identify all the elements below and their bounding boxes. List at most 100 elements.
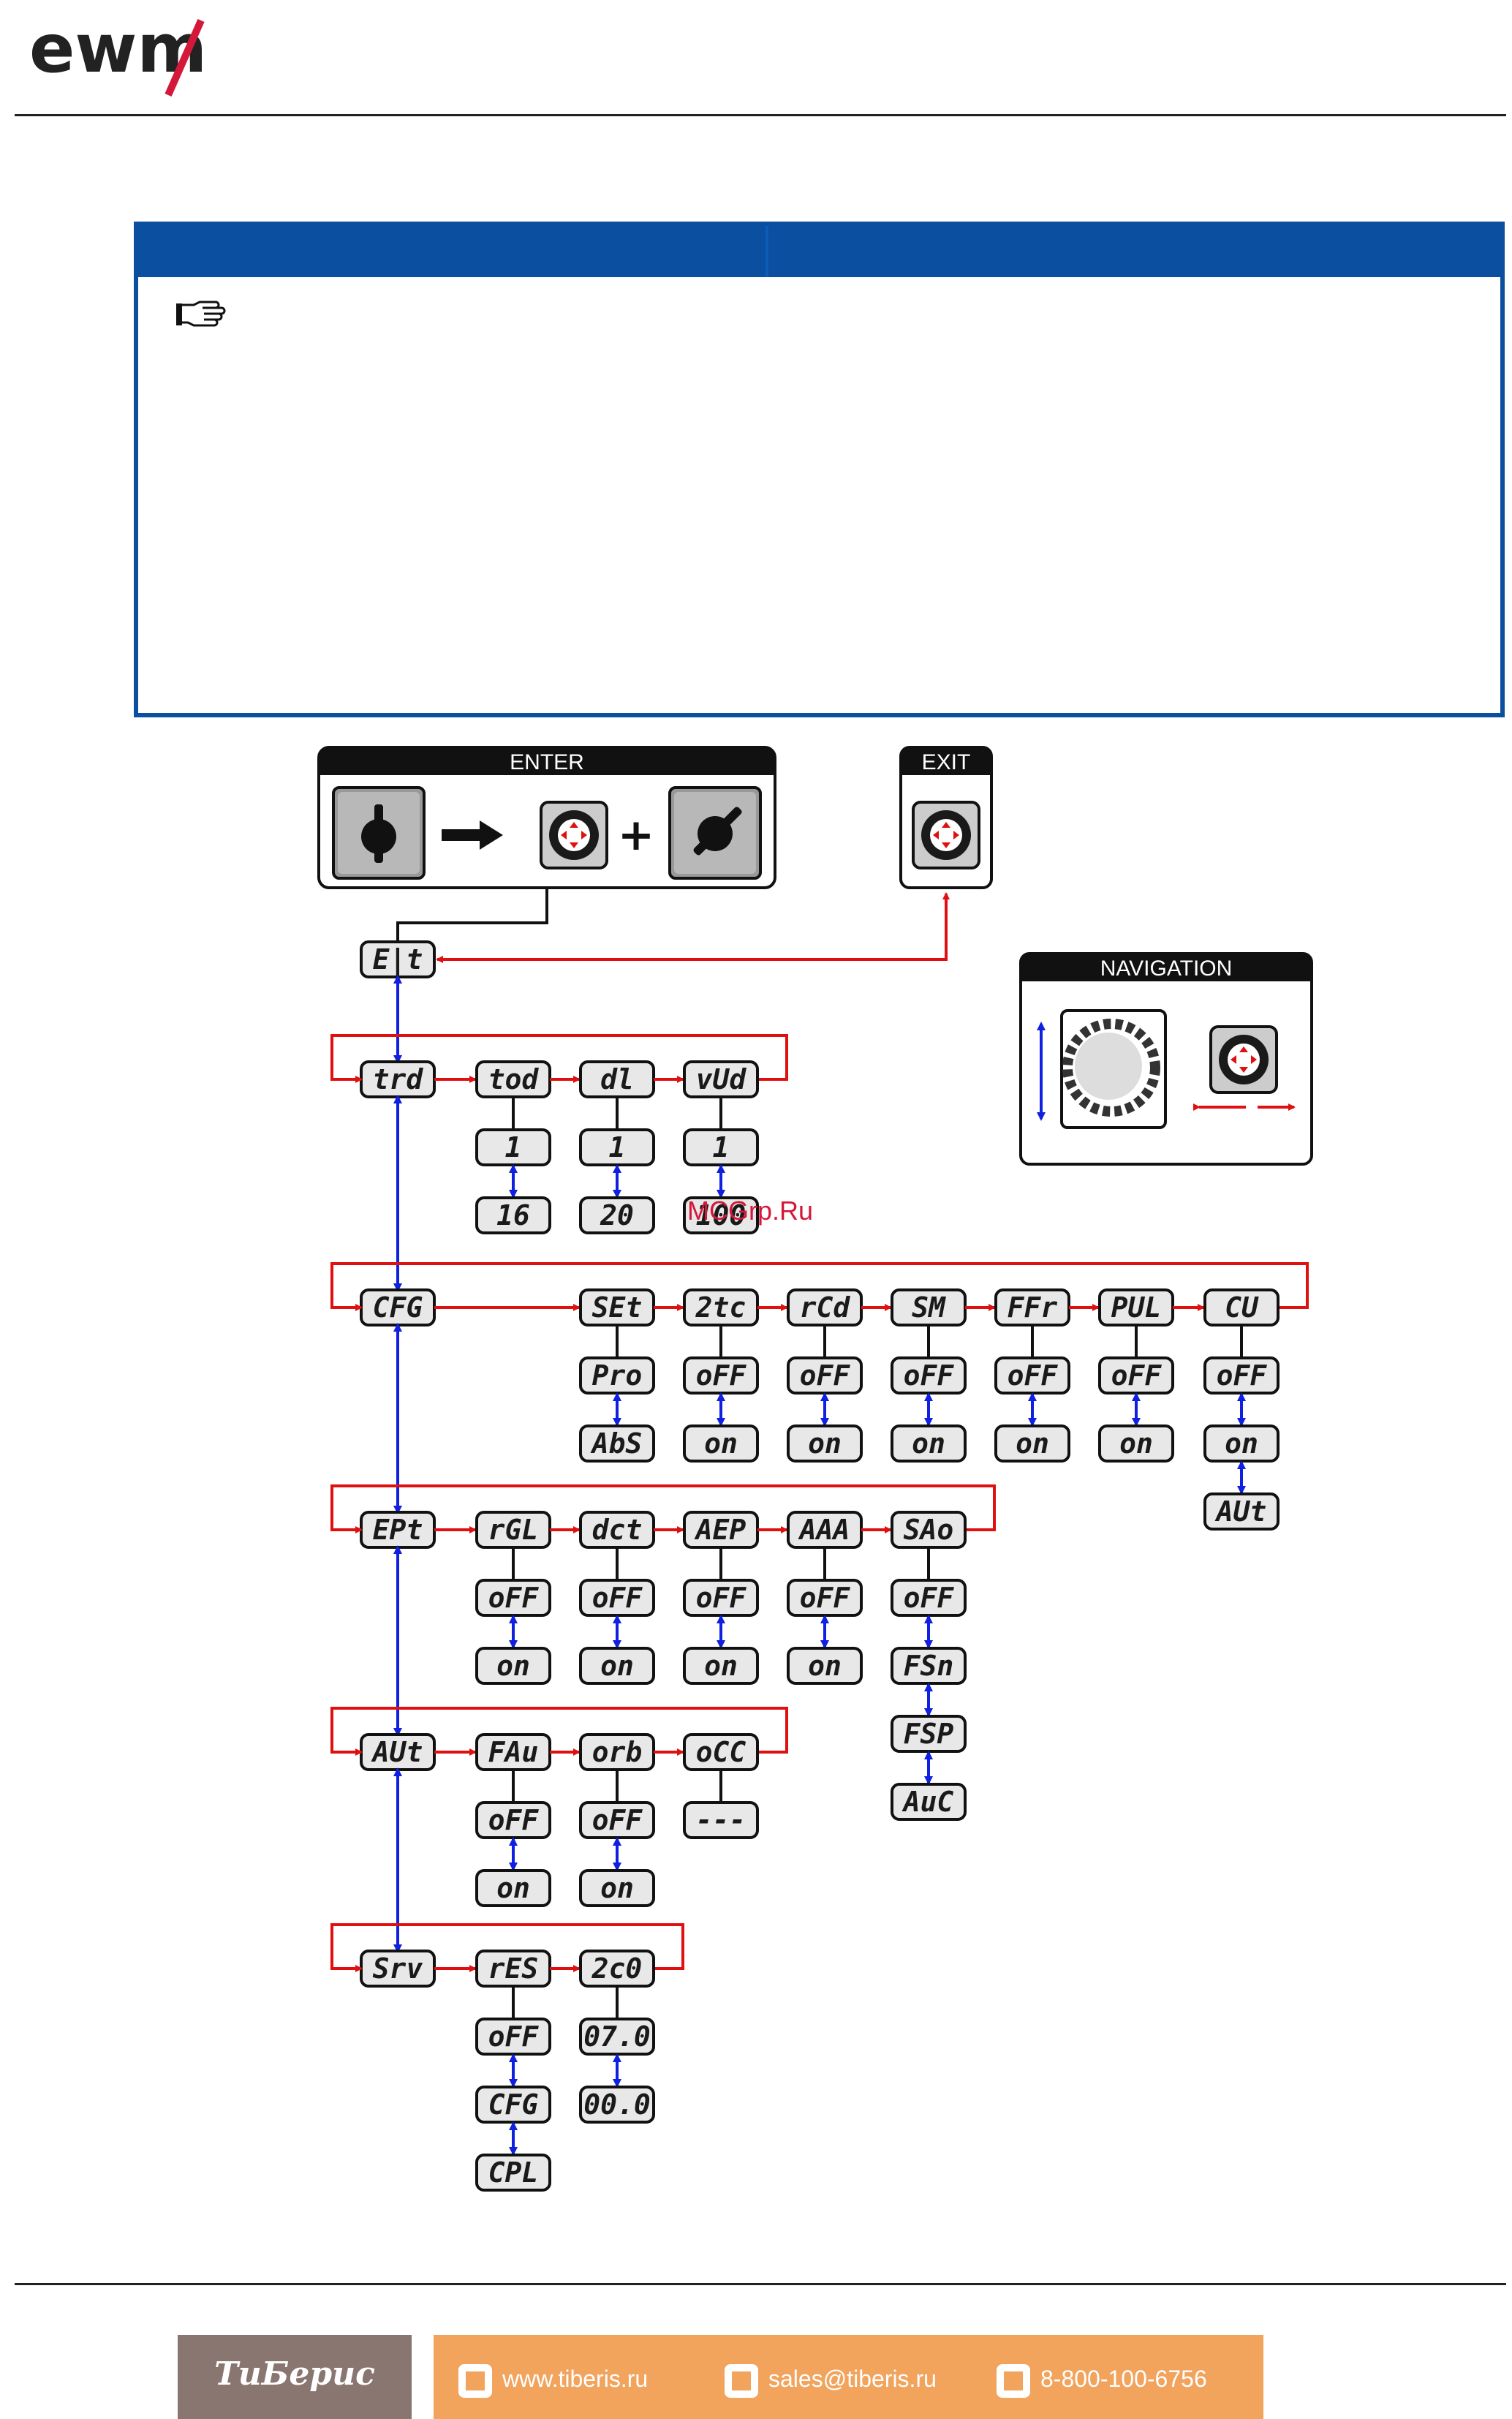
menu-value-ept-1-1-text: on	[600, 1650, 634, 1682]
menu-item-trd-2-text: vUd	[696, 1063, 747, 1095]
menu-item-cfg-5: PUL	[1098, 1288, 1174, 1327]
menu-value-srv-0-2-text: CPL	[488, 2156, 539, 2189]
menu-value-trd-2-0: 1	[683, 1128, 759, 1166]
menu-value-srv-0-0: oFF	[475, 2018, 551, 2056]
menu-group-srv-text: Srv	[373, 1952, 423, 1985]
menu-item-cfg-2-text: rCd	[800, 1291, 851, 1324]
menu-group-srv: Srv	[360, 1950, 436, 1988]
menu-value-ept-3-1: on	[787, 1647, 863, 1685]
menu-item-trd-1-text: dl	[600, 1063, 634, 1095]
menu-value-aut-1-1: on	[579, 1869, 655, 1907]
notice-header-bar	[138, 226, 1500, 277]
footer-brand-block: ТиБерис	[178, 2335, 412, 2419]
menu-value-cfg-2-1-text: on	[808, 1427, 842, 1460]
menu-value-cfg-1-0-text: oFF	[696, 1359, 747, 1392]
menu-value-ept-3-0: oFF	[787, 1579, 863, 1617]
footer-rule	[15, 2283, 1506, 2285]
menu-value-trd-2-1-text: 100	[696, 1199, 746, 1231]
menu-item-aut-2-text: oCC	[696, 1736, 746, 1768]
menu-value-cfg-6-1-text: on	[1225, 1427, 1258, 1460]
menu-item-ept-1-text: dct	[592, 1514, 643, 1546]
menu-group-aut-text: AUt	[371, 1736, 423, 1768]
footer-email-link[interactable]: sales@tiberis.ru	[725, 2357, 937, 2401]
cursor-icon	[458, 2363, 492, 2398]
menu-value-ept-4-1: FSn	[891, 1647, 967, 1685]
menu-item-trd-0-text: tod	[488, 1063, 540, 1095]
menu-item-ept-3: AAA	[787, 1511, 863, 1549]
menu-value-trd-2-0-text: 1	[713, 1131, 730, 1163]
menu-value-cfg-3-1: on	[891, 1424, 967, 1463]
menu-value-cfg-3-0-text: oFF	[904, 1359, 955, 1392]
menu-value-ept-0-0: oFF	[475, 1579, 551, 1617]
menu-value-ept-4-3: AuC	[891, 1783, 967, 1821]
menu-group-ept-text: EPt	[373, 1514, 423, 1546]
menu-value-cfg-4-0-text: oFF	[1008, 1359, 1059, 1392]
menu-value-trd-1-1-text: 20	[600, 1199, 634, 1231]
menu-item-ept-1: dct	[579, 1511, 655, 1549]
header-rule	[15, 114, 1506, 116]
menu-value-trd-0-0-text: 1	[505, 1131, 522, 1163]
menu-value-cfg-1-1-text: on	[704, 1427, 738, 1460]
push-button-icon	[933, 822, 959, 848]
menu-value-cfg-5-0-text: oFF	[1111, 1359, 1163, 1392]
menu-value-ept-2-0-text: oFF	[696, 1582, 747, 1614]
menu-item-trd-0: tod	[475, 1060, 551, 1098]
menu-value-ept-0-0-text: oFF	[488, 1582, 540, 1614]
pointing-hand-icon	[175, 299, 226, 331]
menu-value-aut-1-0-text: oFF	[592, 1804, 643, 1836]
menu-root-text: E|t	[373, 943, 423, 976]
knob-on-icon	[668, 786, 762, 880]
menu-value-ept-4-0-text: oFF	[904, 1582, 955, 1614]
menu-value-aut-2-0: ---	[683, 1801, 759, 1839]
menu-item-trd-2: vUd	[683, 1060, 759, 1098]
right-arrow-icon	[442, 820, 503, 850]
menu-value-srv-1-1-text: 00.0	[583, 2088, 651, 2121]
footer-website-link[interactable]: www.tiberis.ru	[458, 2357, 648, 2401]
menu-value-ept-3-0-text: oFF	[800, 1582, 851, 1614]
menu-item-cfg-1: 2tc	[683, 1288, 759, 1327]
menu-value-ept-4-2: FSP	[891, 1715, 967, 1753]
menu-value-cfg-0-0: Pro	[579, 1356, 655, 1395]
menu-item-cfg-0-text: SEt	[592, 1291, 643, 1324]
exit-title: EXIT	[922, 750, 971, 774]
menu-item-ept-4-text: SAo	[904, 1514, 954, 1546]
menu-value-cfg-4-1: on	[994, 1424, 1070, 1463]
footer-phone-link[interactable]: 8-800-100-6756	[997, 2357, 1207, 2401]
menu-value-aut-0-1: on	[475, 1869, 551, 1907]
menu-item-cfg-3-text: SM	[912, 1291, 946, 1324]
menu-value-ept-2-1: on	[683, 1647, 759, 1685]
menu-item-cfg-4-text: FFr	[1008, 1291, 1058, 1324]
menu-value-ept-2-0: oFF	[683, 1579, 759, 1617]
menu-value-cfg-6-0-text: oFF	[1217, 1359, 1268, 1392]
menu-value-cfg-2-0-text: oFF	[800, 1359, 851, 1392]
menu-structure-diagram: ENTER + EXIT	[317, 746, 1313, 2192]
menu-value-ept-2-1-text: on	[704, 1650, 738, 1682]
menu-value-cfg-2-1: on	[787, 1424, 863, 1463]
navigation-title: NAVIGATION	[1100, 956, 1233, 981]
menu-item-srv-0: rES	[475, 1950, 551, 1988]
menu-value-srv-1-0: 07.0	[579, 2018, 655, 2056]
menu-value-cfg-6-0: oFF	[1203, 1356, 1279, 1395]
menu-value-cfg-2-0: oFF	[787, 1356, 863, 1395]
menu-group-trd-text: trd	[373, 1063, 424, 1095]
menu-group-cfg: CFG	[360, 1288, 436, 1327]
menu-root: E|t	[360, 940, 436, 978]
menu-item-trd-1: dl	[579, 1060, 655, 1098]
menu-value-cfg-0-1: AbS	[579, 1424, 655, 1463]
menu-item-srv-1: 2c0	[579, 1950, 655, 1988]
menu-value-srv-0-0-text: oFF	[488, 2020, 540, 2053]
menu-value-trd-2-1: 100	[683, 1196, 759, 1234]
menu-value-cfg-1-1: on	[683, 1424, 759, 1463]
menu-item-aut-2: oCC	[683, 1733, 759, 1771]
menu-item-cfg-2: rCd	[787, 1288, 863, 1327]
menu-item-srv-0-text: rES	[488, 1952, 539, 1985]
menu-value-trd-0-0: 1	[475, 1128, 551, 1166]
menu-item-ept-2-text: AEP	[694, 1514, 746, 1546]
rotary-knob-icon	[1060, 1009, 1167, 1129]
menu-value-trd-0-1: 16	[475, 1196, 551, 1234]
menu-value-aut-0-0-text: oFF	[488, 1804, 540, 1836]
menu-group-trd: trd	[360, 1060, 436, 1098]
menu-value-cfg-6-2: AUt	[1203, 1492, 1279, 1531]
menu-item-aut-0-text: FAu	[488, 1736, 539, 1768]
